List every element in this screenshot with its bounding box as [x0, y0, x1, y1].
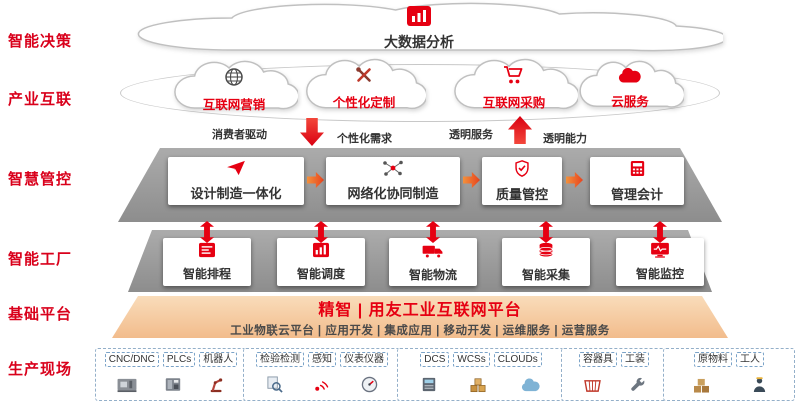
- materials-icon: [692, 378, 711, 398]
- cloud-outline: [450, 58, 578, 116]
- big-data-title: 大数据分析: [384, 34, 454, 50]
- tools-icon: [354, 65, 374, 90]
- truck-icon: [421, 242, 445, 264]
- updown-arrow-icon: [314, 221, 328, 243]
- worker-icon: [752, 376, 767, 398]
- box-intelligent-collection: 智能采集: [502, 238, 590, 286]
- dispatch-chart-icon: [312, 242, 330, 263]
- box-label: 质量管控: [495, 186, 548, 202]
- production-group-machines: CNC/DNC PLCs 机器人: [95, 348, 247, 401]
- box-design-manufacturing-integration: 设计制造一体化: [168, 157, 304, 205]
- box-label: 智能排程: [182, 267, 231, 281]
- down-arrow-icon: [300, 118, 324, 146]
- box-label: 智能物流: [408, 267, 457, 282]
- cart-icon: [503, 65, 525, 90]
- flow-label-transparent-service: 透明服务: [449, 129, 493, 141]
- device-chip: 容器具: [579, 352, 617, 367]
- flow-label-transparent-capability: 透明能力: [543, 133, 587, 145]
- production-group-tooling: 容器具 工装: [561, 348, 667, 401]
- device-chip: 原物料: [694, 352, 732, 367]
- box-label: 智能监控: [635, 267, 684, 281]
- database-icon: [538, 242, 554, 264]
- network-icon: [382, 160, 404, 181]
- wrench-icon: [629, 376, 646, 398]
- paper-plane-icon: [225, 160, 247, 181]
- big-data-cloud-outline: [115, 2, 723, 58]
- production-group-materials-people: 原物料 工人: [663, 348, 795, 401]
- cloud-outline: [576, 60, 684, 114]
- device-chip: 仪表仪器: [340, 352, 388, 367]
- production-group-control-systems: DCS WCSs CLOUDs: [397, 348, 565, 401]
- cloud-icon: [617, 67, 643, 89]
- box-intelligent-dispatch: 智能调度: [277, 238, 365, 286]
- layer-label-industry-interconnect: 产业互联: [8, 91, 73, 108]
- gauge-icon: [361, 376, 378, 398]
- updown-arrow-icon: [539, 221, 553, 243]
- layer-label-intelligent-decision: 智能决策: [8, 33, 73, 50]
- robot-arm-icon: [208, 376, 226, 398]
- globe-icon: [224, 67, 244, 92]
- monitor-pulse-icon: [650, 242, 670, 263]
- platform-title: 精智 | 用友工业互联网平台: [318, 302, 522, 319]
- layer-label-base-platform: 基础平台: [8, 306, 73, 323]
- updown-arrow-icon: [653, 221, 667, 243]
- box-label: 网络化协同制造: [347, 186, 439, 201]
- bar-chart-icon: [407, 6, 431, 31]
- device-chip: 工装: [621, 352, 649, 367]
- updown-arrow-icon: [200, 221, 214, 243]
- flow-label-consumer-driven: 消费者驱动: [212, 129, 267, 141]
- cloud-label: 互联网营销: [202, 98, 266, 112]
- device-chip: DCS: [420, 352, 450, 367]
- cloud-label: 云服务: [611, 95, 649, 109]
- layer-label-production-site: 生产现场: [8, 361, 73, 378]
- box-intelligent-monitoring: 智能监控: [616, 238, 704, 286]
- device-chip: CNC/DNC: [104, 352, 159, 367]
- box-networked-collaborative-manufacturing: 网络化协同制造: [326, 157, 460, 205]
- platform-services: 工业物联云平台 | 应用开发 | 集成应用 | 移动开发 | 运维服务 | 运营…: [230, 325, 610, 337]
- flow-label-personalized-demand: 个性化需求: [337, 133, 392, 145]
- cloud-internet-marketing: 互联网营销: [170, 60, 298, 116]
- device-chip: CLOUDs: [493, 352, 542, 367]
- box-intelligent-scheduling: 智能排程: [163, 238, 251, 286]
- device-chip: 检验检测: [256, 352, 304, 367]
- device-chip: 工人: [736, 352, 764, 367]
- layer-label-smart-management: 智慧管控: [8, 171, 73, 188]
- cloud-outline: [302, 58, 426, 116]
- cloud-server-icon: [520, 378, 541, 398]
- box-label: 管理会计: [610, 186, 663, 202]
- shield-check-icon: [514, 159, 530, 182]
- box-management-accounting: 管理会计: [590, 157, 684, 205]
- container-icon: [583, 378, 602, 398]
- device-chip: 机器人: [199, 352, 238, 367]
- box-label: 设计制造一体化: [190, 186, 282, 201]
- device-chip: PLCs: [162, 352, 196, 367]
- box-label: 智能调度: [296, 267, 345, 281]
- updown-arrow-icon: [426, 221, 440, 243]
- sensor-icon: [313, 377, 330, 398]
- inspection-icon: [266, 376, 283, 398]
- box-label: 智能采集: [521, 267, 570, 282]
- production-group-sensing: 检验检测 感知 仪表仪器: [243, 348, 401, 401]
- cloud-personalized-customization: 个性化定制: [302, 58, 426, 116]
- dcs-cabinet-icon: [421, 376, 437, 398]
- layer-label-smart-factory: 智能工厂: [8, 251, 73, 268]
- schedule-icon: [198, 242, 216, 263]
- calculator-icon: [630, 160, 645, 182]
- device-chip: 感知: [308, 352, 336, 367]
- cloud-label: 个性化定制: [332, 96, 396, 110]
- cloud-label: 互联网采购: [482, 96, 546, 110]
- warehouse-boxes-icon: [469, 377, 487, 398]
- base-platform-banner: 精智 | 用友工业互联网平台 工业物联云平台 | 应用开发 | 集成应用 | 移…: [112, 296, 728, 338]
- box-intelligent-logistics: 智能物流: [389, 238, 477, 286]
- cnc-machine-icon: [116, 376, 138, 398]
- box-quality-control: 质量管控: [482, 157, 562, 205]
- cloud-internet-procurement: 互联网采购: [450, 58, 578, 116]
- plc-icon: [164, 376, 182, 398]
- cloud-cloud-services: 云服务: [576, 60, 684, 114]
- device-chip: WCSs: [453, 352, 490, 367]
